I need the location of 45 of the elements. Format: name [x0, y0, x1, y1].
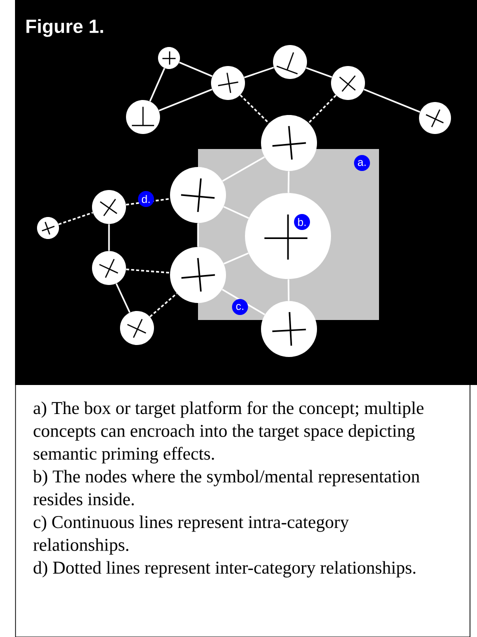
connecting-line: [222, 156, 265, 182]
caption-text: c) Continuous lines represent intra-category relationships.: [33, 515, 349, 555]
connecting-line: [197, 223, 199, 247]
symbol-node: [158, 47, 180, 69]
connecting-line: [224, 252, 249, 265]
connecting-line: [288, 171, 290, 193]
dotted-line: [58, 212, 93, 226]
symbol-node: [170, 167, 226, 223]
symbol-node: [419, 102, 451, 134]
callout-badge: a.: [354, 155, 370, 171]
symbol-node: [120, 311, 154, 345]
connecting-line: [222, 288, 266, 316]
symbol-node: [170, 247, 226, 303]
connecting-line: [179, 62, 212, 78]
connecting-line: [223, 206, 250, 219]
connecting-line: [364, 88, 420, 113]
figure-title: Figure 1.: [26, 19, 104, 37]
symbol-node: [261, 115, 317, 171]
symbol-node: [261, 301, 317, 357]
symbol-node: [92, 190, 126, 224]
caption-text: b) The nodes where the symbol/mental representation resides inside.: [33, 470, 420, 506]
connecting-line: [158, 88, 212, 112]
caption-text: d) Dotted lines represent inter-category relationships.: [34, 561, 416, 578]
dotted-line: [126, 198, 170, 206]
callout-badge: c.: [232, 299, 248, 315]
dotted-line: [126, 268, 170, 274]
symbol-node: [211, 66, 245, 100]
caption-text: a) The box or target platform for the concept; multiple concepts can encroach into the target space depicting semantic priming effects.: [34, 401, 424, 464]
connecting-line: [244, 66, 274, 78]
symbol-node: [245, 193, 331, 279]
symbol-node: [126, 100, 160, 134]
connecting-line: [116, 283, 130, 313]
symbol-node: [92, 251, 126, 285]
symbol-node: [331, 66, 365, 100]
dotted-line: [308, 94, 337, 124]
callout-badge: d.: [138, 191, 154, 207]
dotted-line: [149, 292, 178, 318]
symbol-node: [37, 217, 59, 239]
symbol-node: [273, 45, 307, 79]
connecting-line: [149, 68, 166, 102]
callout-badge: b.: [294, 214, 310, 230]
connecting-line: [288, 279, 290, 301]
connecting-line: [108, 224, 110, 251]
connecting-line: [306, 67, 332, 78]
dotted-line: [240, 94, 270, 124]
